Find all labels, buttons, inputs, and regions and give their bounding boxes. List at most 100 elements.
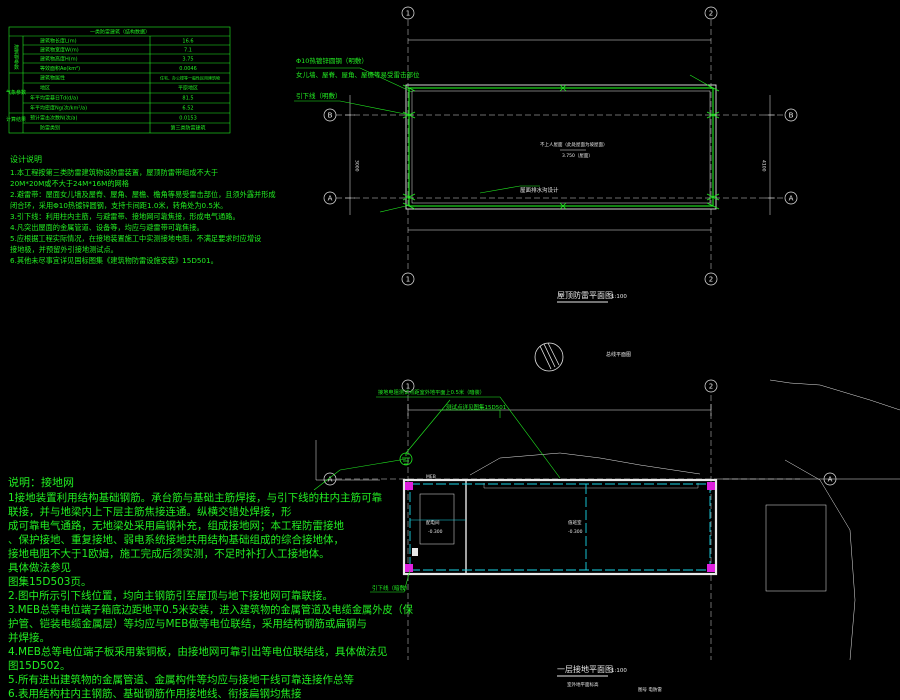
ground-ring — [409, 483, 711, 571]
axis-label: 2 — [709, 276, 713, 284]
table-row-label: 年平均密度Ng(次/km²/a) — [30, 105, 87, 112]
axis-label: 1 — [406, 10, 410, 18]
dimension-label: 4100 — [761, 160, 767, 172]
ground-notes: 说明：接地网 1接地装置利用结构基础钢筋。承台筋与基础主筋焊接，与引下线的柱内主… — [8, 475, 413, 700]
table-row-label: 等效面积Ae(km²) — [40, 65, 80, 72]
ground-notes-title: 说明：接地网 — [8, 475, 74, 489]
table-row-value: 住宅、办公楼等一般性民用建筑物 — [160, 75, 220, 81]
axis-label: A — [828, 476, 833, 484]
ground-note-line: 联接，并与地梁内上下层主筋焦接连通。纵横交错处焊接，形 — [8, 505, 292, 518]
design-note-line: 3.引下线：利用柱内主筋，与避雷带、接地网可靠焦接，形成电气通路。 — [10, 212, 240, 221]
test-point-ref: 测试点详见图集15D501 — [446, 403, 506, 411]
table-group-building: 建筑物参数 — [13, 44, 19, 71]
ground-note-line: 并焊接。 — [8, 631, 50, 644]
table-row-label: 年平均雷暴日Td(d/a) — [30, 95, 78, 102]
ground-plan-subtitle: 室外地平面标高 — [567, 681, 599, 688]
table-row-label: 建筑物长度L(m) — [40, 38, 77, 45]
axis-label: A — [328, 195, 333, 203]
ground-note-line: 具体做法参见 — [8, 561, 71, 574]
table-row-label: 建筑物高度H(m) — [40, 56, 78, 63]
room-label: 配电间 — [426, 519, 440, 526]
parameter-table — [8, 26, 231, 134]
roof-outline — [405, 84, 717, 210]
room-label: 值班室 — [568, 519, 582, 526]
parameter-table-text: 一类防雷建筑（结构数据） 建筑物参数 气象参数 计算结果 建筑物长度L(m) 1… — [6, 29, 220, 132]
lightning-belt — [408, 87, 714, 207]
design-note-line: 4.凡突出屋面的金属管道、设备等，均应与避雷带可靠焦接。 — [10, 223, 204, 232]
design-note-line: 5.应根据工程实际情况，在接地装置施工中实测接地电阻，不满足要求时应增设 — [10, 234, 261, 243]
roof-inner-outline — [411, 90, 711, 204]
roof-plan-scale: 1:100 — [611, 294, 627, 300]
roof-bottom-label: 屋面排水沟设计 — [520, 186, 559, 194]
table-row-label: 预计雷击次数N(次/a) — [30, 115, 77, 122]
meb-label: MEB — [426, 474, 436, 480]
ground-note-line: 护管、铠装电缆金属层）等均应与MEB做等电位联结，采用结构钢筋或扁钢与 — [8, 617, 367, 630]
room-elevation: -0.300 — [568, 529, 583, 535]
leader-label: 女儿墙、屋脊、屋角、屋檐等易受雷击部位 — [296, 70, 420, 79]
roof-note: 不上人屋面（此处屋面为坡屋面） — [540, 141, 608, 148]
ground-downlead-label: 引下线（暗敷） — [372, 584, 411, 592]
drawing-foot-note: 图号 电防雷 — [638, 686, 662, 693]
design-note-line: 6.其他未尽事宜详见国标图集《建筑物防雷设施安装》15D501。 — [10, 256, 218, 265]
ground-note-line: 6.表用结构柱内主钢筋、基础钢筋作用接地线、衔接扁钢均焦接 — [8, 687, 302, 700]
roof-plan-title: 屋顶防雷平面图 — [557, 290, 613, 300]
table-row-value: 第三类防雷建筑 — [170, 125, 205, 132]
ground-note-line: 图15D502。 — [8, 660, 71, 672]
ground-plan-scale: 1:100 — [611, 668, 627, 674]
table-row-value: 7.1 — [184, 48, 192, 54]
design-note-line: 接地极，并预留外引接地测试点。 — [10, 245, 118, 254]
downlead-label: 引下线（明敷） — [296, 91, 342, 100]
design-note-line: 20M*20M或不大于24M*16M的网格 — [10, 179, 130, 188]
ground-note-line: 3.MEB总等电位端子箱底边距地平0.5米安装，进入建筑物的金属管道及电缆金属外… — [8, 603, 413, 616]
test-point-header: 接地电阻测试点距室外地平面上0.5米（暗装） — [378, 388, 485, 396]
axis-label: B — [789, 112, 794, 120]
design-note-line: 1.本工程按第三类防雷建筑物设防雷装置，屋顶防雷带组成不大于 — [10, 168, 218, 177]
table-row-label: 地区 — [40, 85, 50, 92]
table-group-result: 计算结果 — [6, 116, 26, 123]
ground-note-line: 4.MEB总等电位端子板采用紫铜板，由接地网可靠引出等电位联结线，具体做法见 — [8, 645, 387, 658]
ground-note-line: 、保护接地、重复接地、弱电系统接地共用结构基础组成的综合接地体， — [8, 533, 344, 546]
ground-note-line: 1接地装置利用结构基础钢筋。承台筋与基础主筋焊接，与引下线的柱内主筋可靠 — [8, 491, 383, 504]
table-row-label: 建筑物属性 — [40, 75, 65, 82]
ground-corner-note: 总线平面图 — [606, 351, 631, 358]
ground-note-line: 接地电阻不大于1欧姆，施工完成后须实测，不足时补打人工接地体。 — [8, 547, 330, 560]
ground-note-line: 成可靠电气通路，无地梁处采用扁钢补充，组成接地网；本工程防雷接地 — [8, 519, 344, 532]
roof-elevation: 3.750（屋面） — [562, 153, 593, 159]
dimension-label: 3000 — [354, 160, 360, 172]
downlead-markers — [405, 482, 715, 572]
leader-label: Φ10热镀锌圆钢（明敷） — [296, 56, 368, 65]
axis-label: B — [328, 112, 333, 120]
meb-box — [412, 548, 418, 556]
table-group-weather: 气象参数 — [6, 89, 26, 96]
table-row-value: 6.52 — [182, 106, 193, 112]
room-elevation: -0.300 — [428, 529, 443, 535]
ground-note-line: 2.图中所示引下线位置，均向主钢筋引至屋顶与地下接地网可靠联接。 — [8, 589, 333, 602]
ground-building-wall — [402, 478, 718, 576]
ground-note-line: 图集15D503页。 — [8, 575, 92, 588]
design-notes-title: 设计说明 — [10, 154, 42, 164]
design-notes: 设计说明 1.本工程按第三类防雷建筑物设防雷装置，屋顶防雷带组成不大于 20M*… — [10, 154, 276, 265]
ground-plan-title: 一层接地平面图 — [557, 664, 613, 674]
axis-label: A — [328, 476, 333, 484]
roof-plan: 1 2 1 2 B A B A 3000 4100 — [294, 6, 798, 303]
table-row-label: 建筑物宽度W(m) — [40, 47, 79, 54]
axis-label: 2 — [709, 383, 713, 391]
table-row-value: 0.0153 — [179, 116, 197, 122]
table-row-value: 3.75 — [182, 57, 193, 63]
table-row-value: 0.0046 — [179, 66, 197, 72]
axis-label: 2 — [709, 10, 713, 18]
axis-label: A — [789, 195, 794, 203]
table-row-value: 16.6 — [182, 39, 193, 45]
north-arrow — [534, 342, 564, 372]
axis-label: 1 — [406, 383, 410, 391]
ground-plan: 总线平面图 1 2 A A — [313, 342, 900, 693]
table-row-value: 81.5 — [182, 96, 193, 102]
design-note-line: 2.避雷带：屋面女儿墙及屋脊、屋角、屋檐、檐角等易受雷击部位，且须外露并形成 — [10, 190, 276, 199]
design-note-line: 闭合环，采用Φ10热镀锌圆钢，支持卡间距1.0米，转角处为0.5米。 — [10, 201, 227, 210]
site-lines — [315, 379, 900, 661]
table-row-value: 平原地区 — [178, 85, 198, 92]
axis-label: 1 — [406, 276, 410, 284]
table-row-label: 防雷类别 — [40, 125, 60, 132]
